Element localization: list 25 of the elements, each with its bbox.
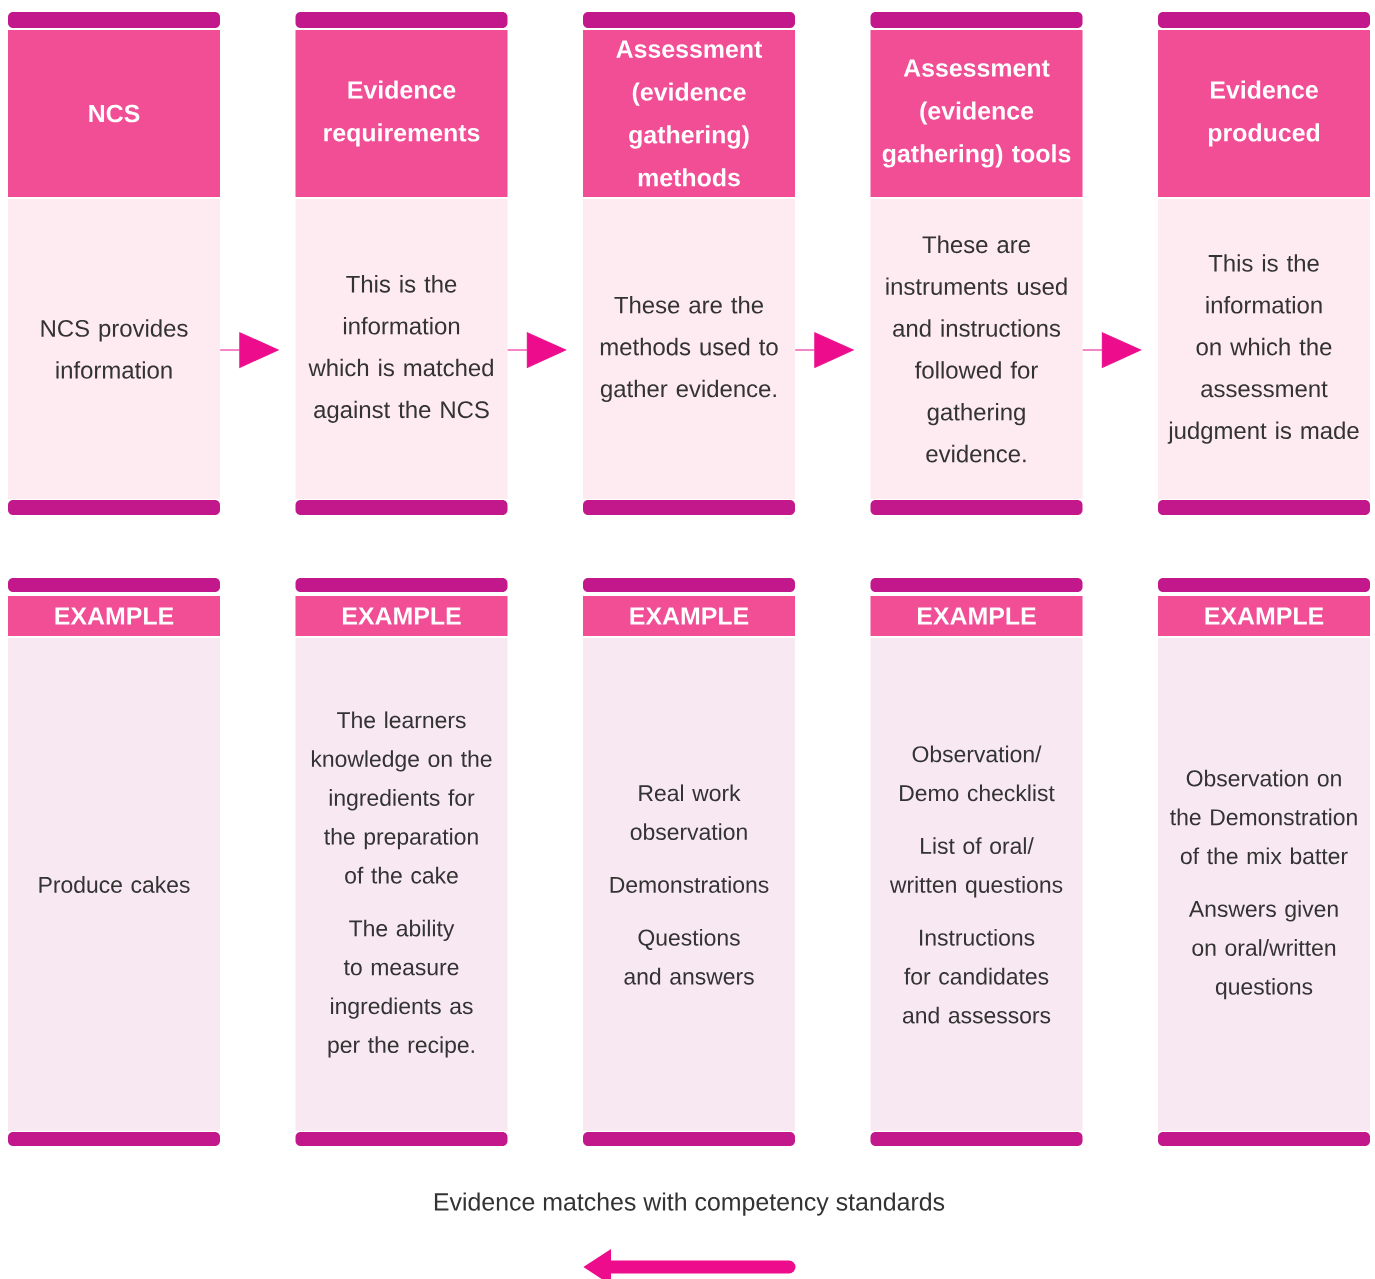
node-label: Assessment (evidence gathering) methods bbox=[616, 40, 763, 187]
column-card: EXAMPLE The learners knowledge on the ingredients for the preparation of the cake The ability to measure ingredients as per the recipe. bbox=[295, 578, 508, 1146]
column-card: EXAMPLE Observation on the Demonstration of the mix batter Answers given on oral/written questions bbox=[1158, 578, 1370, 1146]
column-card: NCS NCS provides information bbox=[8, 12, 220, 515]
column-card: EXAMPLE Observation/ Demo checklist List of oral/ written questions Instructions for candidates and assessors bbox=[870, 578, 1083, 1146]
node-label: EXAMPLE bbox=[917, 607, 1036, 625]
node-label: EXAMPLE bbox=[342, 607, 461, 625]
node-label: Assessment (evidence gathering) tools bbox=[882, 59, 1071, 168]
node-label: EXAMPLE bbox=[1205, 607, 1324, 625]
column-card: EXAMPLE Real work observation Demonstrations Questions and answers bbox=[583, 578, 795, 1146]
node-label: Evidence produced bbox=[1208, 80, 1320, 147]
column-card: Evidence produced This is the information on which the assessment judgment is made bbox=[1158, 12, 1370, 515]
caption-text: Evidence matches with competency standards bbox=[434, 1192, 945, 1216]
node-label: EXAMPLE bbox=[55, 607, 174, 625]
column-card: EXAMPLE Produce cakes bbox=[8, 578, 220, 1146]
arrow bbox=[507, 332, 567, 368]
node-label: EXAMPLE bbox=[630, 607, 749, 625]
arrow bbox=[794, 332, 854, 368]
arrow bbox=[219, 332, 279, 368]
column-card: Evidence requirements This is the information which is matched against the NCS bbox=[295, 12, 508, 515]
arrow bbox=[1082, 332, 1142, 368]
node-label: Evidence requirements bbox=[324, 80, 480, 147]
column-card: Assessment (evidence gathering) methods These are the methods used to gather evidence. bbox=[583, 12, 795, 515]
column-card: Assessment (evidence gathering) tools These are instruments used and instructions followed for gathering evidence. bbox=[870, 12, 1083, 515]
node-label: NCS bbox=[89, 104, 140, 123]
